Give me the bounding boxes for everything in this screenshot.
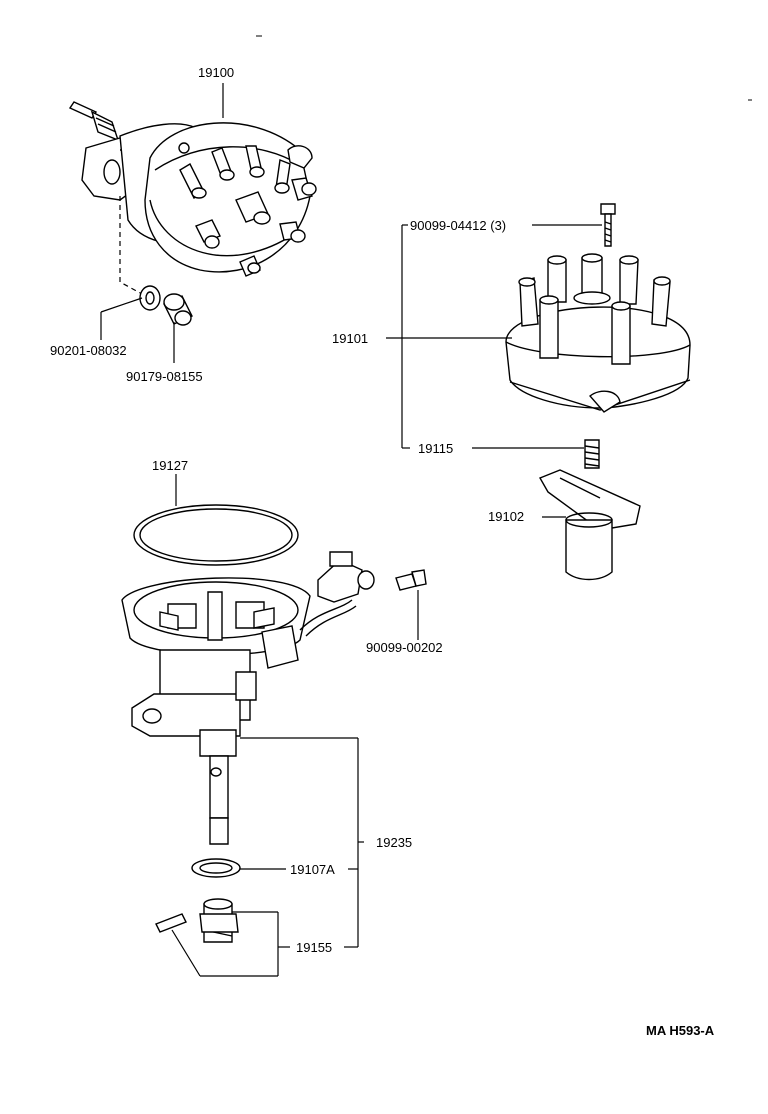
washer-drawing bbox=[139, 285, 161, 311]
leader-lines bbox=[100, 83, 602, 977]
housing-screw-drawing bbox=[395, 569, 427, 591]
label-19235: 19235 bbox=[376, 835, 412, 850]
label-90179-08155: 90179-08155 bbox=[126, 369, 203, 384]
label-90201-08032: 90201-08032 bbox=[50, 343, 127, 358]
label-90099-00202: 90099-00202 bbox=[366, 640, 443, 655]
gear-drawing bbox=[199, 898, 239, 943]
bushing-drawing bbox=[163, 293, 193, 326]
o-ring-drawing bbox=[191, 858, 241, 878]
label-19100: 19100 bbox=[198, 65, 234, 80]
label-19107a: 19107A bbox=[290, 862, 335, 877]
label-19102: 19102 bbox=[488, 509, 524, 524]
spring-drawing bbox=[584, 439, 600, 469]
cap-screw-drawing bbox=[600, 203, 616, 247]
gasket-drawing bbox=[133, 504, 299, 566]
distributor-cap-drawing bbox=[505, 253, 691, 413]
rotor-drawing bbox=[538, 469, 641, 581]
label-19101: 19101 bbox=[332, 331, 368, 346]
distributor-housing-drawing bbox=[121, 551, 375, 845]
distributor-assembly-drawing bbox=[68, 101, 317, 295]
label-19127: 19127 bbox=[152, 458, 188, 473]
label-90099-04412: 90099-04412 (3) bbox=[410, 218, 506, 233]
label-19155: 19155 bbox=[296, 940, 332, 955]
pin-drawing bbox=[155, 913, 187, 933]
diagram-code: MA H593-A bbox=[646, 1023, 715, 1038]
label-19115: 19115 bbox=[418, 441, 453, 456]
